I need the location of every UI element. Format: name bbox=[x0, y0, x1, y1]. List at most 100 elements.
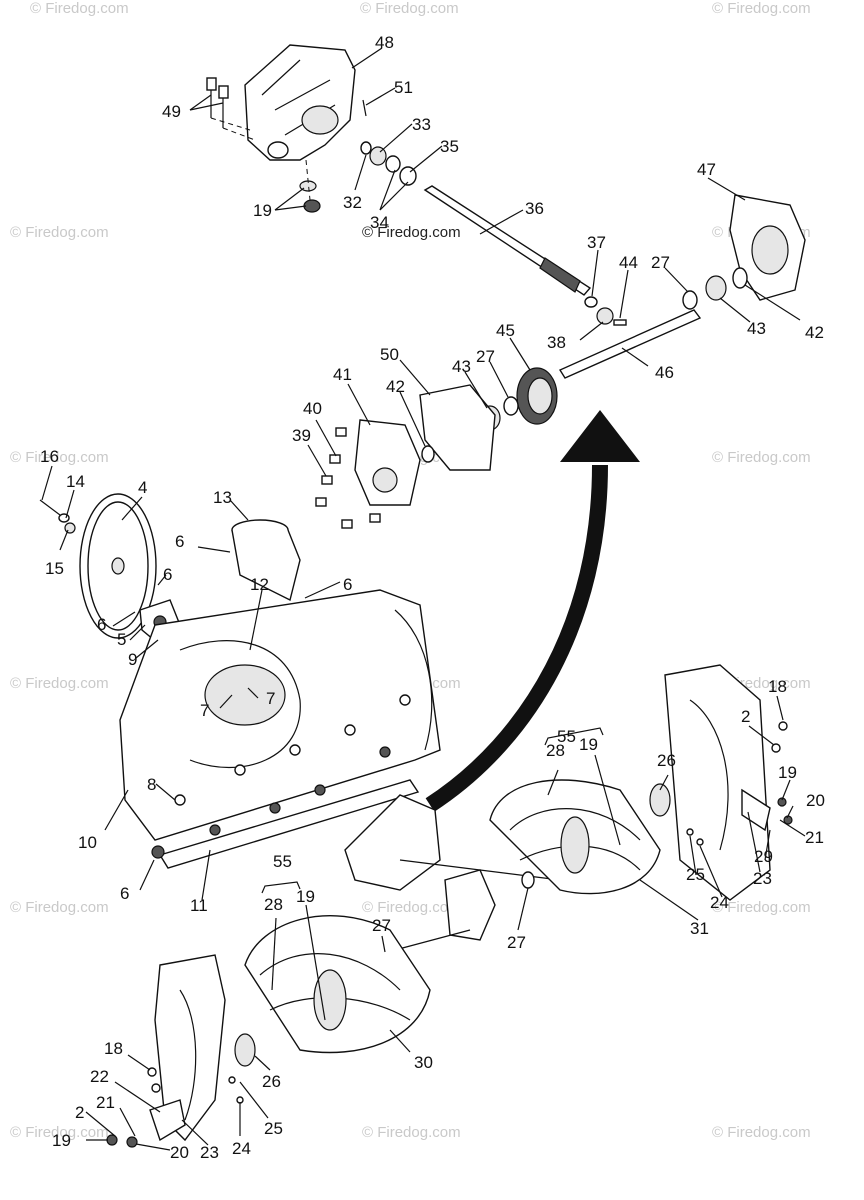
callout-6: 6 bbox=[97, 615, 106, 634]
callout-45: 45 bbox=[496, 321, 515, 340]
callout-34: 34 bbox=[370, 213, 389, 232]
callout-20: 20 bbox=[806, 791, 825, 810]
watermark-text: © Firedog.com bbox=[30, 0, 129, 17]
center-gearbox bbox=[344, 794, 561, 951]
callout-42: 42 bbox=[386, 377, 405, 396]
callout-2: 2 bbox=[741, 707, 750, 726]
callout-20: 20 bbox=[170, 1143, 189, 1162]
callout-49: 49 bbox=[162, 102, 181, 121]
callout-27: 27 bbox=[507, 933, 526, 952]
callout-19: 19 bbox=[778, 763, 797, 782]
callout-15: 15 bbox=[45, 559, 64, 578]
callout-46: 46 bbox=[655, 363, 674, 382]
callout-14: 14 bbox=[66, 472, 85, 491]
callout-19: 19 bbox=[296, 887, 315, 906]
callout-37: 37 bbox=[587, 233, 606, 252]
watermark-text: © Firedog.com bbox=[10, 675, 109, 692]
auger-housing-10 bbox=[119, 589, 441, 841]
callout-28: 28 bbox=[546, 741, 565, 760]
auger-30 bbox=[244, 915, 431, 1054]
pin-51 bbox=[362, 99, 367, 117]
watermark-text: © Firedog.com bbox=[712, 449, 811, 466]
callout-16: 16 bbox=[40, 447, 59, 466]
callout-28: 28 bbox=[264, 895, 283, 914]
seals-32-35 bbox=[360, 141, 417, 186]
pulley-4 bbox=[79, 493, 157, 639]
watermark-text: © Firedog.com bbox=[362, 1124, 461, 1141]
worm-gear-45 bbox=[516, 367, 558, 425]
callout-9: 9 bbox=[128, 650, 137, 669]
callout-40: 40 bbox=[303, 399, 322, 418]
bushing-38 bbox=[596, 307, 614, 325]
washer-27-mid bbox=[503, 396, 519, 416]
callout-6: 6 bbox=[175, 532, 184, 551]
callout-19: 19 bbox=[52, 1131, 71, 1150]
watermark-text: © Firedog.com bbox=[10, 899, 109, 916]
callout-44: 44 bbox=[619, 253, 638, 272]
gear-cover-47 bbox=[729, 194, 806, 301]
callout-51: 51 bbox=[394, 78, 413, 97]
callout-41: 41 bbox=[333, 365, 352, 384]
gear-case-41 bbox=[354, 419, 421, 506]
watermark-text: © Firedog.com bbox=[362, 224, 461, 241]
carriage-bolts bbox=[151, 694, 411, 859]
callout-39: 39 bbox=[292, 426, 311, 445]
callout-55: 55 bbox=[273, 852, 292, 871]
callout-13: 13 bbox=[213, 488, 232, 507]
callout-18: 18 bbox=[768, 677, 787, 696]
side-plate-left bbox=[154, 954, 226, 1142]
callout-32: 32 bbox=[343, 193, 362, 212]
callout-33: 33 bbox=[412, 115, 431, 134]
watermark-text: © Firedog.com bbox=[712, 899, 811, 916]
callout-31: 31 bbox=[690, 919, 709, 938]
callout-35: 35 bbox=[440, 137, 459, 156]
key-44 bbox=[613, 319, 627, 326]
seal-42-mid bbox=[421, 445, 435, 463]
callout-38: 38 bbox=[547, 333, 566, 352]
skid-shoe-left bbox=[149, 1099, 186, 1142]
callout-55: 55 bbox=[557, 727, 576, 746]
callout-27: 27 bbox=[651, 253, 670, 272]
gear-housing-48 bbox=[244, 44, 356, 161]
callout-2: 2 bbox=[75, 1103, 84, 1122]
callout-30: 30 bbox=[414, 1053, 433, 1072]
callout-12: 12 bbox=[250, 575, 269, 594]
callout-7: 7 bbox=[200, 701, 209, 720]
washer-27-top bbox=[682, 290, 698, 310]
scraper-bar-11 bbox=[158, 779, 420, 869]
callout-19: 19 bbox=[253, 201, 272, 220]
callout-6: 6 bbox=[163, 565, 172, 584]
callout-26: 26 bbox=[262, 1072, 281, 1091]
callout-24: 24 bbox=[710, 893, 729, 912]
callout-25: 25 bbox=[686, 865, 705, 884]
callout-8: 8 bbox=[147, 775, 156, 794]
washer-37 bbox=[584, 296, 598, 308]
callout-29: 29 bbox=[754, 847, 773, 866]
callout-25: 25 bbox=[264, 1119, 283, 1138]
callout-7: 7 bbox=[266, 689, 275, 708]
seal-42-top bbox=[732, 267, 748, 289]
callout-23: 23 bbox=[200, 1143, 219, 1162]
bolts-49 bbox=[206, 77, 256, 141]
watermark-text: © Firedog.com bbox=[10, 449, 109, 466]
watermark-text: © Firedog.com bbox=[362, 899, 461, 916]
callout-43: 43 bbox=[452, 357, 471, 376]
group-bracket-55 bbox=[261, 727, 604, 894]
callout-27: 27 bbox=[372, 916, 391, 935]
auger-31 bbox=[489, 779, 661, 895]
leader-lines bbox=[41, 47, 806, 1151]
callout-21: 21 bbox=[96, 1093, 115, 1112]
watermark-text: © Firedog.com bbox=[10, 224, 109, 241]
callout-22: 22 bbox=[90, 1067, 109, 1086]
callout-11: 11 bbox=[190, 896, 208, 915]
callout-43: 43 bbox=[747, 319, 766, 338]
callout-6: 6 bbox=[343, 575, 352, 594]
callout-23: 23 bbox=[753, 869, 772, 888]
shaft-46 bbox=[558, 309, 702, 379]
callout-42: 42 bbox=[805, 323, 824, 342]
callout-19: 19 bbox=[579, 735, 598, 754]
chute-13 bbox=[231, 519, 301, 602]
gasket-50 bbox=[419, 384, 496, 471]
